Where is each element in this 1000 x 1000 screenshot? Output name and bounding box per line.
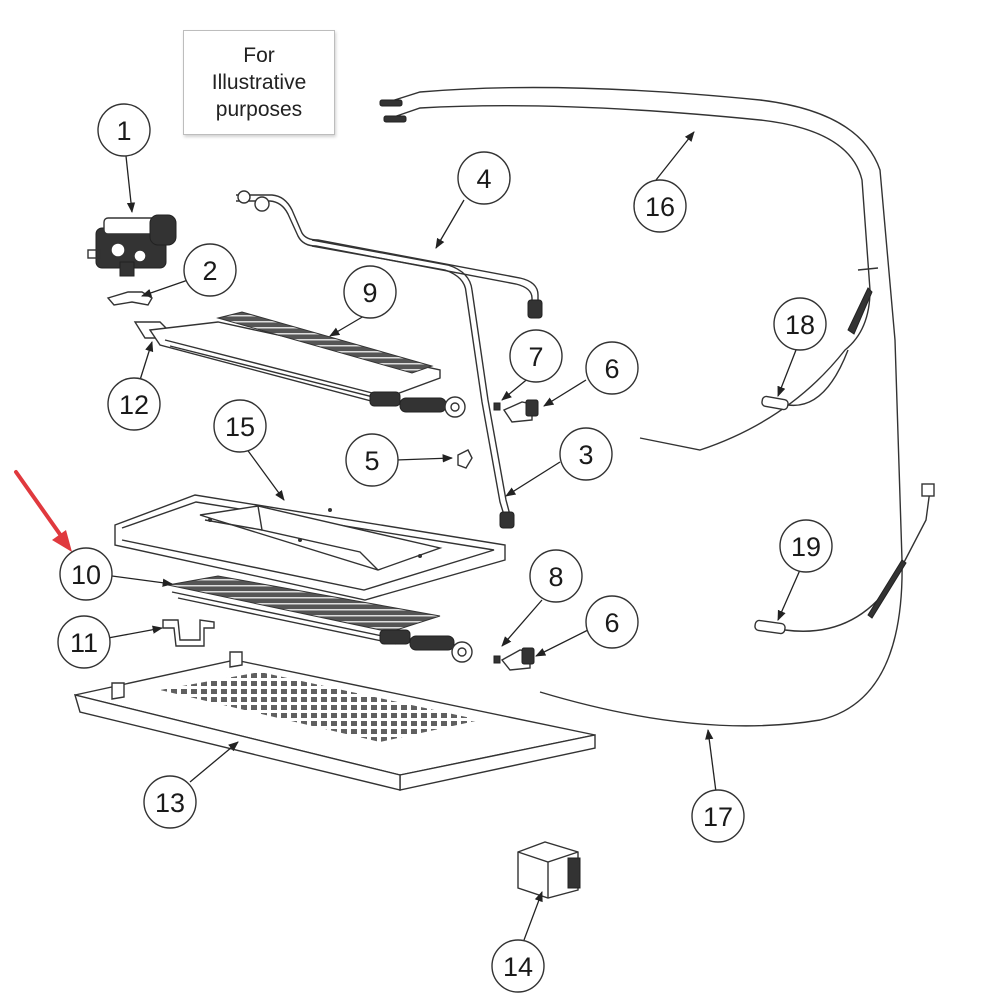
callout-label: 11 — [70, 628, 98, 658]
callout-18: 18 — [773, 297, 827, 351]
callout-6-lower: 6 — [585, 595, 639, 649]
callout-label: 7 — [528, 342, 543, 372]
callout-label: 5 — [364, 446, 379, 476]
orifice-lower-part — [493, 655, 501, 664]
igniter-bracket-lower-part — [500, 647, 535, 671]
bottom-plate-part — [73, 651, 596, 791]
callout-label: 14 — [503, 952, 533, 982]
callout-label: 4 — [476, 164, 491, 194]
upper-burner-part — [148, 311, 466, 418]
leader-lines — [107, 131, 801, 941]
note-line: purposes — [215, 98, 303, 121]
bracket-part — [106, 291, 153, 306]
callout-4: 4 — [457, 151, 511, 205]
callout-label: 16 — [645, 192, 675, 222]
support-bracket-part — [162, 619, 215, 647]
clip-part — [457, 449, 473, 469]
callout-12: 12 — [107, 377, 161, 431]
note-line: Illustrative — [211, 71, 307, 94]
callout-label: 19 — [791, 532, 821, 562]
note-line: For — [243, 44, 275, 67]
callout-10: 10 — [59, 547, 113, 601]
callout-6-upper: 6 — [585, 341, 639, 395]
callout-17: 17 — [691, 789, 745, 843]
burner-frame-part — [114, 494, 506, 601]
callout-9: 9 — [343, 265, 397, 319]
callout-label: 3 — [578, 440, 593, 470]
callout-2: 2 — [183, 243, 237, 297]
gas-tube-lower-part — [311, 239, 515, 529]
highlight-arrow — [14, 470, 72, 552]
lower-burner-part — [167, 575, 473, 663]
gas-valve-part — [87, 214, 177, 277]
callout-13: 13 — [143, 775, 197, 829]
callout-label: 6 — [604, 608, 619, 638]
igniter-bracket-part — [502, 399, 539, 423]
thermocouple-lower-part — [754, 483, 935, 635]
callout-3: 3 — [559, 427, 613, 481]
callout-label: 9 — [362, 278, 377, 308]
callout-label: 15 — [225, 412, 255, 442]
callout-16: 16 — [633, 179, 687, 233]
callout-label: 12 — [119, 390, 149, 420]
callout-label: 1 — [116, 116, 131, 146]
callout-8: 8 — [529, 549, 583, 603]
callout-1: 1 — [97, 103, 151, 157]
callout-label: 2 — [202, 256, 217, 286]
callout-label: 18 — [785, 310, 815, 340]
callout-label: 13 — [155, 788, 185, 818]
callout-label: 10 — [71, 560, 101, 590]
callout-14: 14 — [491, 939, 545, 993]
callout-7: 7 — [509, 329, 563, 383]
callout-label: 6 — [604, 354, 619, 384]
callout-11: 11 — [57, 615, 111, 669]
callout-19: 19 — [779, 519, 833, 573]
callout-label: 8 — [548, 562, 563, 592]
callout-5: 5 — [345, 433, 399, 487]
callout-label: 17 — [703, 802, 733, 832]
spark-module-part — [517, 841, 581, 899]
illustrative-note: For Illustrative purposes — [183, 30, 335, 135]
thermocouple-part — [761, 349, 849, 411]
callout-15: 15 — [213, 399, 267, 453]
igniter-wire-part — [379, 86, 903, 727]
orifice-part — [493, 402, 501, 411]
gas-tube-part — [236, 190, 543, 319]
